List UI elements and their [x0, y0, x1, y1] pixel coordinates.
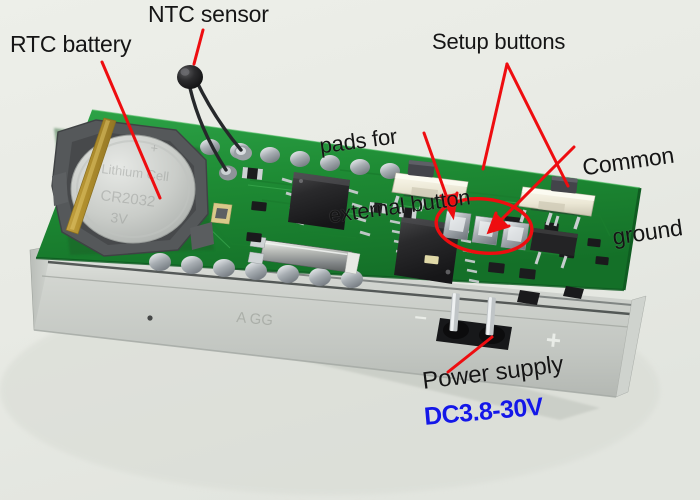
- lcd-edge-dot: [147, 315, 153, 321]
- lcd-seam-mid: [41, 275, 629, 328]
- lcd-bottom-edge: [33, 329, 617, 398]
- battery-holder-tab: [190, 222, 214, 250]
- slide-switch-right[interactable]: [518, 176, 596, 230]
- arrowhead-common: [486, 211, 511, 235]
- label-rtc-battery: RTC battery: [10, 31, 132, 57]
- label-pads-line1: pads for: [317, 123, 399, 159]
- lcd-right-face: [615, 295, 647, 398]
- leader-common-ground: [491, 145, 576, 230]
- battery-holder-clip-left: [52, 172, 68, 206]
- ntc-thermistor: [177, 65, 243, 172]
- lcd-seam-top2: [47, 260, 631, 316]
- annotation-overlay: [100, 28, 576, 374]
- highlight-ellipse-pads: [434, 196, 534, 256]
- battery-contact-highlight: [70, 120, 110, 230]
- label-pads-line2: external button: [327, 183, 472, 228]
- lcd-edge-text: A GG: [236, 309, 274, 329]
- ntc-wire-2: [188, 86, 228, 172]
- pcb-top-edge: [91, 109, 641, 189]
- coin-cell-rim: [76, 140, 190, 238]
- label-pads-external-button: pads for external button: [312, 69, 475, 249]
- smd-diode-gold: [210, 202, 233, 225]
- ntc-thermistor-bead: [177, 65, 203, 89]
- slide-switch-left[interactable]: [391, 160, 469, 216]
- power-pins[interactable]: [436, 293, 512, 350]
- silkscreen-minus: –: [413, 303, 428, 329]
- crystal-32khz: [247, 235, 361, 275]
- coin-cell-battery: Lithium Cell CR2032 3V +: [51, 117, 214, 257]
- bottom-right-smd: [517, 286, 584, 305]
- svg-text:CR2032: CR2032: [100, 187, 157, 211]
- lcd-front-face: [34, 246, 632, 397]
- sot23-regulator: [530, 215, 578, 269]
- ntc-wire-1: [194, 78, 243, 152]
- leader-power-supply: [446, 335, 494, 374]
- label-common-line2: ground: [610, 214, 684, 250]
- leader-setup-left: [481, 62, 509, 171]
- lcd-pad-row-bottom: [149, 253, 363, 288]
- lcd-module: A GG: [29, 245, 647, 420]
- label-common-line1: Common: [580, 141, 676, 181]
- svg-text:3V: 3V: [110, 209, 130, 227]
- silkscreen-plus: +: [544, 324, 562, 355]
- label-setup-buttons: Setup buttons: [432, 29, 566, 54]
- leader-ntc-sensor: [192, 28, 205, 66]
- soic8-ic: [281, 172, 371, 237]
- label-ntc-sensor: NTC sensor: [148, 1, 269, 27]
- ntc-bead-highlight: [180, 68, 190, 76]
- svg-text:+: +: [150, 140, 159, 156]
- leader-setup-right: [505, 62, 570, 188]
- pcb-right-edge: [622, 187, 642, 291]
- leader-rtc-battery: [100, 60, 162, 200]
